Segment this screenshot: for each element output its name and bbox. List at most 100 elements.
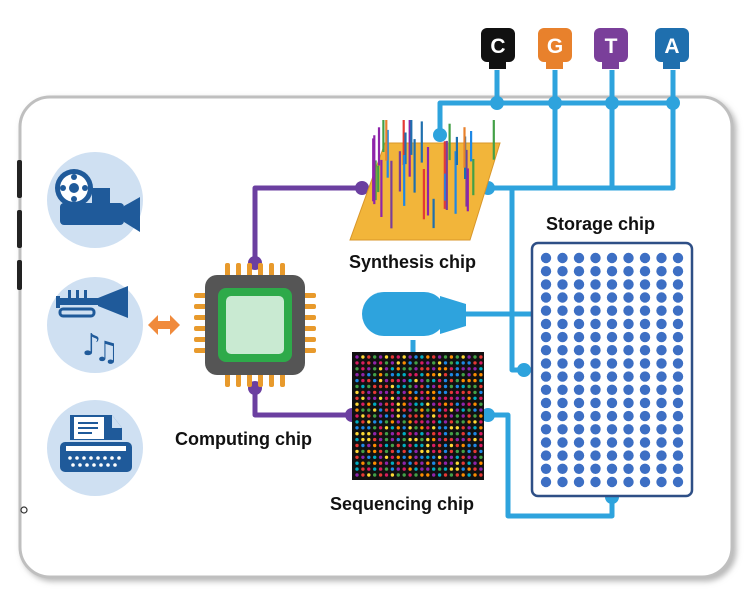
- storage-cell: [639, 345, 651, 356]
- sequencing-spot: [408, 449, 412, 454]
- sequencing-spot: [449, 467, 454, 471]
- sequencing-spot: [467, 367, 471, 371]
- storage-cell: [557, 384, 568, 395]
- sequencing-spot: [361, 390, 365, 395]
- sequencing-spot: [479, 373, 483, 377]
- sequencing-spot: [449, 408, 454, 412]
- storage-cell: [573, 371, 585, 382]
- sequencing-spot: [402, 408, 406, 412]
- sequencing-spot: [378, 432, 383, 436]
- sequencing-spot: [449, 420, 454, 424]
- sequencing-spot: [367, 396, 371, 400]
- sequencing-spot: [420, 378, 424, 383]
- sequencing-spot: [437, 378, 442, 383]
- sequencing-chip: [352, 352, 484, 480]
- sequencing-spot: [390, 432, 395, 436]
- sequencing-spot: [384, 437, 389, 442]
- sequencing-spot: [426, 373, 430, 377]
- sequencing-spot: [449, 455, 454, 459]
- connector-dot: [355, 181, 369, 195]
- storage-cell: [623, 318, 634, 330]
- sequencing-spot: [479, 426, 483, 430]
- storage-cell: [606, 476, 618, 488]
- sequencing-spot: [426, 355, 430, 359]
- sequencing-spot: [449, 473, 454, 477]
- sequencing-spot: [426, 461, 430, 465]
- storage-cell: [590, 424, 601, 435]
- sequencing-spot: [467, 455, 471, 459]
- sequencing-spot: [426, 420, 430, 424]
- sequencing-spot: [373, 414, 377, 418]
- sequencing-spot: [402, 432, 406, 436]
- storage-cell: [639, 437, 651, 448]
- sequencing-spot: [449, 396, 454, 400]
- sequencing-spot: [408, 408, 412, 412]
- sequencing-spot: [426, 396, 430, 400]
- sequencing-spot: [390, 355, 395, 359]
- storage-cell: [590, 463, 601, 474]
- sequencing-spot: [361, 467, 365, 471]
- sequencing-spot: [461, 373, 465, 377]
- sequencing-spot: [479, 390, 483, 395]
- sequencing-spot: [355, 461, 359, 465]
- storage-cell: [573, 358, 585, 369]
- sequencing-spot: [443, 449, 448, 454]
- sequencing-spot: [408, 467, 412, 471]
- storage-cell: [623, 292, 634, 303]
- storage-cell: [573, 252, 585, 264]
- sequencing-spot: [479, 449, 483, 454]
- sequencing-spot: [361, 402, 365, 406]
- storage-cell: [606, 266, 618, 277]
- storage-cell: [590, 252, 601, 264]
- sequencing-spot: [455, 384, 459, 389]
- sequencing-spot: [420, 373, 424, 377]
- storage-cell: [573, 476, 585, 488]
- sequencing-spot: [467, 373, 471, 377]
- sequencing-spot: [390, 455, 395, 459]
- sequencing-spot: [402, 355, 406, 359]
- sequencing-spot: [373, 449, 377, 454]
- storage-cell: [656, 476, 667, 488]
- sequencing-spot: [414, 355, 418, 359]
- sequencing-spot: [367, 449, 371, 454]
- computing-chip-label: Computing chip: [175, 429, 312, 449]
- sequencing-spot: [443, 437, 448, 442]
- storage-cell: [672, 371, 684, 382]
- tablet-side-button-1: [17, 160, 22, 198]
- sequencing-spot: [455, 455, 459, 459]
- sequencing-spot: [432, 443, 436, 448]
- sequencing-spot: [367, 443, 371, 448]
- sequencing-spot: [443, 373, 448, 377]
- sequencing-spot: [367, 473, 371, 477]
- sequencing-spot: [361, 361, 365, 365]
- storage-cell: [672, 437, 684, 448]
- sequencing-spot: [479, 396, 483, 400]
- sequencing-spot: [355, 373, 359, 377]
- sequencing-spot: [367, 461, 371, 465]
- storage-cell: [639, 292, 651, 303]
- sequencing-spot: [432, 390, 436, 395]
- storage-cell: [672, 345, 684, 356]
- storage-cell: [639, 410, 651, 422]
- sequencing-spot: [455, 402, 459, 406]
- sequencing-spot: [432, 461, 436, 465]
- sequencing-spot: [426, 455, 430, 459]
- sequencing-spot: [467, 449, 471, 454]
- sequencing-spot: [426, 443, 430, 448]
- sequencing-spot: [367, 408, 371, 412]
- sequencing-spot: [467, 390, 471, 395]
- sequencing-spot: [396, 402, 400, 406]
- storage-cell: [590, 358, 601, 369]
- sequencing-spot: [402, 467, 406, 471]
- sequencing-spot: [414, 396, 418, 400]
- sequencing-spot: [390, 390, 395, 395]
- sequencing-spot: [414, 467, 418, 471]
- storage-cell: [540, 318, 552, 330]
- sequencing-spot: [402, 390, 406, 395]
- storage-cell: [639, 463, 651, 474]
- sequencing-spot: [373, 473, 377, 477]
- sequencing-spot: [378, 361, 383, 365]
- computing-chip: [194, 263, 316, 387]
- sequencing-spot: [461, 355, 465, 359]
- storage-cell: [672, 331, 684, 343]
